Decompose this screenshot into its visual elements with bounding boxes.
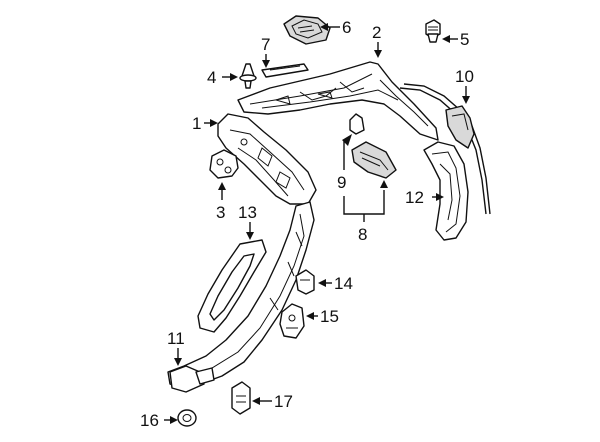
callout-17: 17 (274, 392, 293, 411)
callout-10: 10 (455, 67, 474, 86)
part-10-weatherstrip (399, 83, 491, 215)
callout-15: 15 (320, 307, 339, 326)
part-17-clip (231, 381, 251, 415)
part-15-bracket (279, 303, 305, 339)
part-12-pillar-trim (423, 141, 469, 241)
part-16-grommet (177, 409, 197, 427)
callout-8: 8 (358, 225, 367, 244)
callout-13: 13 (238, 203, 257, 222)
part-4-pin (239, 63, 257, 89)
callout-14: 14 (334, 274, 353, 293)
part-3-bracket (209, 149, 239, 179)
callout-2: 2 (372, 23, 381, 42)
callout-12: 12 (405, 188, 424, 207)
part-9-cap (349, 113, 365, 135)
callout-labels: 6 7 4 5 2 10 1 3 9 8 12 13 14 15 11 16 1… (140, 18, 474, 430)
callout-6: 6 (342, 18, 351, 37)
part-11-long-trim (167, 201, 315, 393)
part-13-window-trim (197, 239, 267, 333)
part-8-latch (351, 141, 397, 179)
callout-11: 11 (167, 329, 185, 348)
callout-7: 7 (261, 35, 270, 54)
leader-lines (164, 23, 470, 424)
callout-5: 5 (460, 30, 469, 49)
callout-1: 1 (192, 114, 201, 133)
part-5-clip (425, 19, 441, 43)
part-6-cover (283, 15, 331, 45)
callout-9: 9 (337, 173, 346, 192)
part-7-clip (261, 63, 309, 78)
part-14-clip (295, 269, 315, 295)
callout-16: 16 (140, 411, 159, 430)
part-2-upper-panel (237, 61, 439, 141)
callout-3: 3 (216, 203, 225, 222)
callout-4: 4 (207, 68, 216, 87)
